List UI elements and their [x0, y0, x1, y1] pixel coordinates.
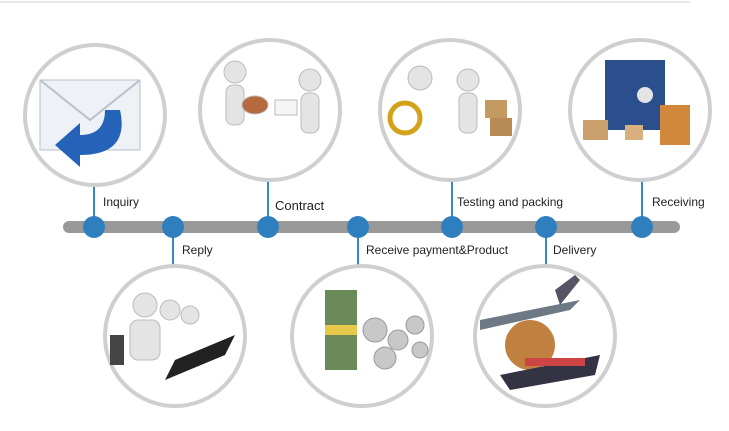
timeline-dot-receiving — [631, 216, 653, 238]
magnifier-boxes-icon — [387, 65, 512, 136]
timeline-dot-contract — [257, 216, 279, 238]
step-label-testing: Testing and packing — [457, 195, 564, 209]
payment-image-circle — [290, 264, 434, 408]
handshake-contract-icon — [223, 60, 322, 134]
timeline-dot-payment — [347, 216, 369, 238]
call-center-icon — [110, 292, 235, 380]
step-label-payment: Receive payment&Product — [366, 243, 509, 257]
timeline-dot-inquiry — [83, 216, 105, 238]
timeline-bar — [63, 221, 680, 233]
step-label-receiving: Receiving — [652, 195, 705, 209]
money-gears-icon — [325, 290, 429, 370]
envelope-reply-icon — [39, 79, 141, 167]
plane-ship-globe-icon — [480, 275, 600, 390]
timeline-dot-reply — [162, 216, 184, 238]
timeline-dot-delivery — [535, 216, 557, 238]
step-label-reply: Reply — [182, 243, 213, 257]
reply-image-circle — [103, 264, 247, 408]
container-boxes-icon — [583, 60, 690, 145]
step-label-contract: Contract — [275, 198, 325, 213]
step-label-inquiry: Inquiry — [103, 195, 140, 209]
timeline-dot-testing — [441, 216, 463, 238]
step-label-delivery: Delivery — [553, 243, 597, 257]
